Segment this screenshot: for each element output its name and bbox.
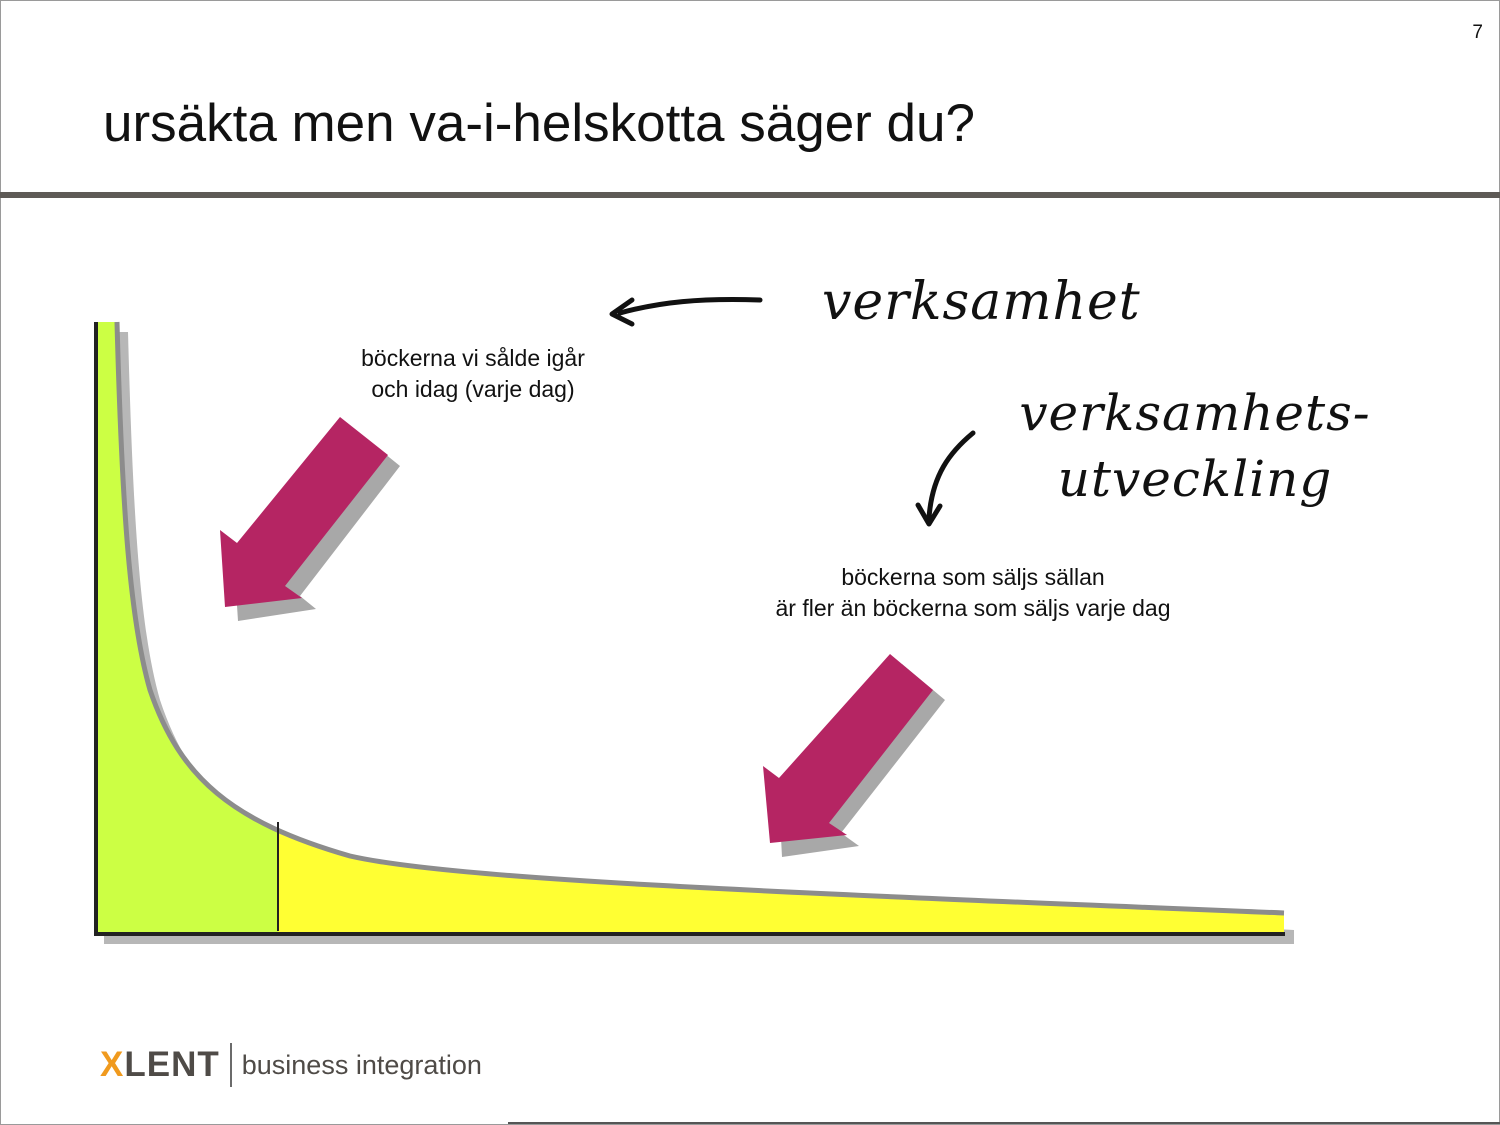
handwritten-business-label: verksamhet (822, 272, 1141, 332)
logo-brand-rest: LENT (124, 1045, 220, 1084)
head-area (97, 322, 278, 934)
caption-line: böckerna vi sålde igår (361, 345, 585, 371)
business-pointer-head (609, 297, 635, 327)
development-pointer-stroke (926, 430, 976, 521)
business-pointer-stroke (617, 297, 763, 316)
logo-divider (229, 1043, 232, 1087)
caption-line: och idag (varje dag) (371, 376, 575, 402)
logo-wordmark: XLENT (100, 1045, 220, 1085)
frequent-books-caption: böckerna vi sålde igår och idag (varje d… (303, 343, 643, 405)
company-logo: XLENT business integration (100, 1042, 482, 1088)
caption-line: är fler än böckerna som säljs varje dag (775, 595, 1171, 621)
page-number: 7 (1472, 22, 1483, 43)
tail-area (278, 830, 1284, 934)
head-pointer-arrow (220, 417, 388, 607)
development-pointer-head (915, 502, 943, 527)
tail-pointer-arrow (763, 654, 933, 843)
slide-title: ursäkta men va-i-helskotta säger du? (103, 94, 975, 153)
handwritten-line: utveckling (1057, 450, 1333, 508)
footer-rule (508, 1122, 1500, 1124)
handwritten-development-label: verksamhets- utveckling (1010, 380, 1380, 512)
logo-x: X (100, 1045, 125, 1084)
handwritten-line: verksamhets- (1019, 384, 1371, 442)
logo-tagline: business integration (241, 1049, 482, 1080)
caption-line: böckerna som säljs sällan (841, 564, 1105, 590)
rare-books-caption: böckerna som säljs sällan är fler än böc… (703, 562, 1243, 624)
demand-curve (114, 321, 1285, 916)
title-divider (0, 192, 1500, 198)
